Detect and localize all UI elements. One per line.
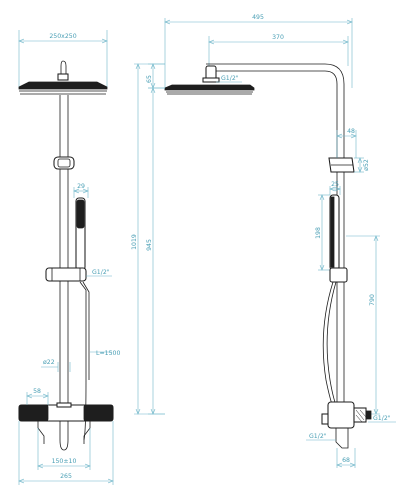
handset-holder <box>45 267 87 282</box>
riser-pipe <box>59 95 69 405</box>
dim-inlet-thread-right-label: G1/2" <box>373 415 391 422</box>
dim-holder-height-label: ø52 <box>363 159 370 171</box>
dim-knob-label: 58 <box>33 388 41 395</box>
dimension-holder-height: ø52 <box>354 158 370 172</box>
dimension-inlet-spacing: 150±10 <box>38 428 90 470</box>
dimension-head-size: 250x250 <box>19 30 107 88</box>
dim-hose-length-label: L=1500 <box>96 350 120 357</box>
dimension-handset-length: 198 <box>315 195 330 270</box>
side-shower-hose <box>322 281 338 411</box>
dimension-outlet-thread: G1/2" <box>86 269 112 277</box>
dim-base-width-label: 68 <box>342 457 350 464</box>
dim-riser-height-label: 945 <box>146 239 153 251</box>
side-mixer <box>321 401 372 449</box>
dim-total-reach-label: 495 <box>252 14 264 21</box>
dim-inlet-thread-left-label: G1/2" <box>309 433 327 440</box>
dim-handset-width-label: 25 <box>331 181 339 188</box>
dim-handset-spacing-label: 29 <box>77 183 85 190</box>
dimension-handset-width: 25 <box>330 181 340 195</box>
hand-shower <box>75 197 86 278</box>
rain-shower-head <box>18 60 108 95</box>
dimension-inlet-thread-right: G1/2" <box>368 415 396 423</box>
dim-body-width-label: 265 <box>60 473 72 480</box>
dim-pipe-diameter-label: ø22 <box>43 359 55 366</box>
dimension-arm-reach: 370 <box>209 34 348 66</box>
dim-head-thread-label: G1/2" <box>221 75 239 82</box>
dimension-head-thread: G1/2" <box>216 75 242 83</box>
dimension-inlet-thread-left: G1/2" <box>306 433 336 441</box>
dimension-knob: 58 <box>27 388 48 405</box>
dim-head-size-label: 250x250 <box>49 33 76 40</box>
dimension-handset-spacing: 29 <box>74 183 88 198</box>
dim-arm-reach-label: 370 <box>272 34 284 41</box>
dimension-body-width: 265 <box>19 421 113 485</box>
dim-head-drop-label: 65 <box>146 75 153 83</box>
dim-outlet-thread-label: G1/2" <box>92 269 110 276</box>
dim-handset-height-label: 790 <box>369 294 376 306</box>
dimension-pipe-diameter: ø22 <box>41 359 71 372</box>
dimension-handset-height: 790 <box>346 236 380 414</box>
dim-inlet-spacing-label: 150±10 <box>52 458 77 465</box>
dimension-head-drop: 65 <box>146 64 165 88</box>
side-rain-head <box>164 65 255 95</box>
shower-arm <box>206 63 345 160</box>
side-wall-bracket <box>328 157 355 173</box>
wall-bracket <box>53 156 75 170</box>
dimension-hose-length: L=1500 <box>90 350 120 357</box>
dim-overall-height-label: 1019 <box>131 234 138 250</box>
dimension-base-width: 68 <box>337 448 355 468</box>
dimension-holder-depth: 48 <box>337 128 356 158</box>
dim-handset-length-label: 198 <box>315 227 322 239</box>
side-handset-holder <box>329 267 348 283</box>
side-hand-shower <box>329 194 340 271</box>
dimension-overall-height: 1019 <box>131 64 165 414</box>
thermostatic-mixer <box>18 402 114 451</box>
dim-holder-depth-label: 48 <box>347 128 355 135</box>
dimension-riser-height: 945 <box>146 88 165 414</box>
side-view: 495 370 G1/2" <box>131 14 396 468</box>
dimension-total-reach: 495 <box>165 14 352 90</box>
front-view: 250x250 <box>19 30 120 485</box>
